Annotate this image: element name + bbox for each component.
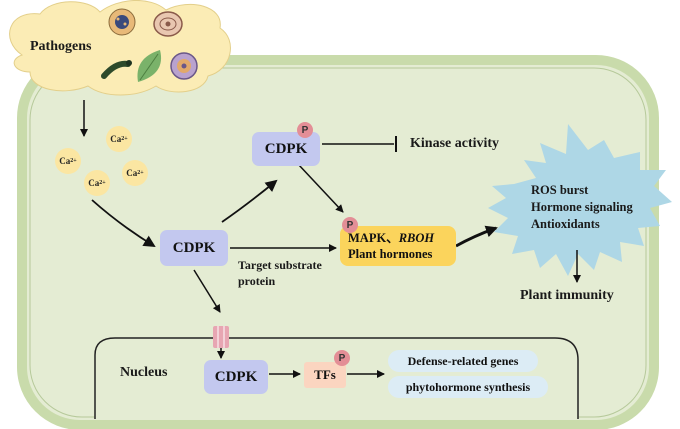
leaf-icon (137, 50, 162, 82)
defense-genes-pill: Defense-related genes (388, 350, 538, 372)
cdpk-nucleus-box: CDPK (204, 360, 268, 394)
fungal-spore-icon (108, 8, 136, 36)
arrow-cdpk-top-to-targets (297, 163, 344, 213)
target-substrate-label: Target substrate protein (238, 258, 322, 289)
cdpk-middle-box: CDPK (160, 230, 228, 266)
targets-line1: MAPK、RBOH (348, 230, 435, 245)
starburst-response (488, 124, 672, 276)
response-text: ROS burst Hormone signaling Antioxidants (531, 183, 633, 231)
targets-line2: Plant hormones (348, 247, 433, 261)
arrow-targets-to-starburst (455, 225, 498, 248)
phospho-badge: P (334, 350, 350, 366)
cdpk-top-box: CDPK (252, 132, 320, 166)
plant-immunity-label: Plant immunity (520, 288, 614, 303)
arrow-cdpk-to-cdpk-top (221, 179, 278, 223)
bacterium-icon (153, 11, 183, 37)
nucleus-label: Nucleus (120, 365, 168, 380)
virus-icon (170, 52, 198, 80)
phospho-badge: P (297, 122, 313, 138)
arrow-ca-to-cdpk (91, 199, 156, 248)
nuclear-pore (213, 326, 229, 348)
arrow-cdpk-to-nuclear-pore (193, 269, 221, 313)
phospho-badge: P (342, 217, 358, 233)
tfs-box: TFs (304, 362, 346, 388)
targets-box: MAPK、RBOH Plant hormones (340, 226, 456, 266)
pathogens-label: Pathogens (30, 39, 92, 54)
plant-cell (17, 55, 659, 429)
insect-larva-icon (101, 60, 132, 79)
kinase-activity-label: Kinase activity (410, 136, 500, 151)
phytohormone-synthesis-pill: phytohormone synthesis (388, 376, 548, 398)
